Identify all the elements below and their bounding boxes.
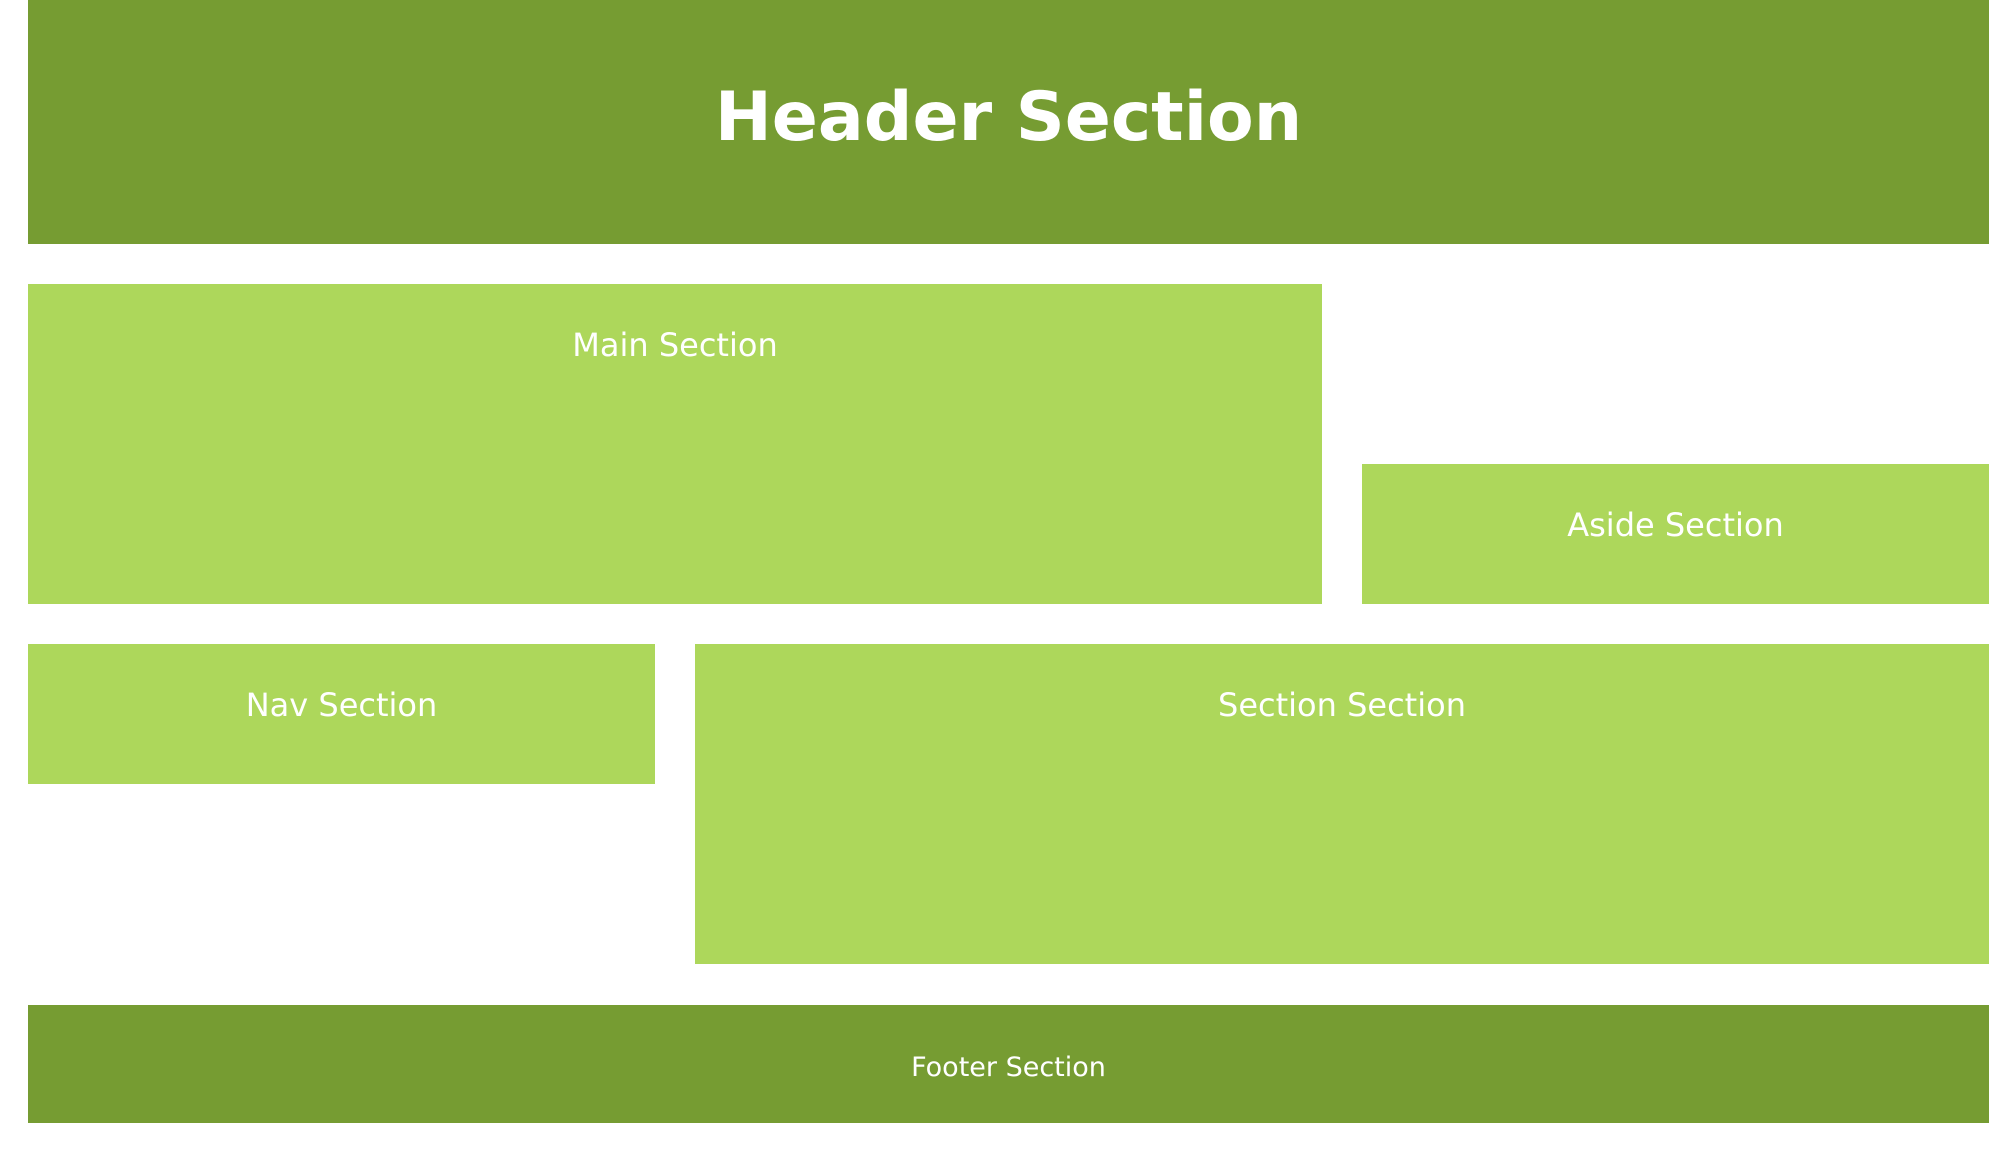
footer-section-label: Footer Section (911, 1052, 1106, 1083)
main-section-label: Main Section (572, 326, 778, 364)
header-section: Header Section (28, 0, 1989, 244)
nav-section: Nav Section (28, 644, 655, 784)
footer-section: Footer Section (28, 1005, 1989, 1123)
nav-section-label: Nav Section (245, 686, 438, 724)
section-section: Section Section (695, 644, 1989, 964)
header-title: Header Section (714, 78, 1303, 157)
aside-section: Aside Section (1362, 464, 1989, 604)
aside-section-label: Aside Section (1567, 506, 1784, 544)
main-section: Main Section (28, 284, 1322, 604)
section-section-label: Section Section (1218, 686, 1466, 724)
